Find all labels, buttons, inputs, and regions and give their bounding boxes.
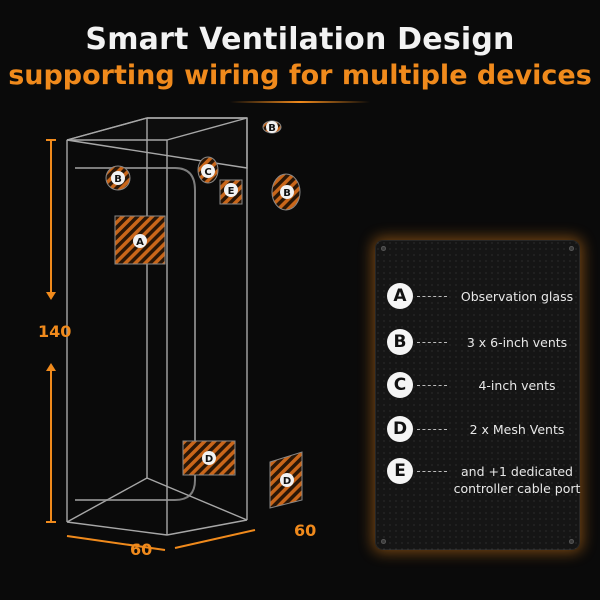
width-label: 60 [130,540,153,559]
panel-screw [569,539,574,544]
panel-screw [381,539,386,544]
port-label-e: E [228,186,235,197]
legend-text-e: and +1 dedicated controller cable port [453,464,581,496]
vent-label-b-top: B [268,123,276,134]
legend-item: E and +1 dedicated controller cable port [387,458,580,498]
depth-dimension-line [174,529,256,549]
legend-badge-c: C [387,372,413,398]
legend-connector [417,342,447,343]
legend-badge-e: E [387,458,413,484]
width-dimension-line [66,535,166,551]
vent-label-c: C [204,167,211,178]
legend-connector [417,471,447,472]
legend-text-a: Observation glass [460,289,574,304]
panel-screw [569,246,574,251]
panel-screw [381,246,386,251]
legend-connector [417,385,447,386]
depth-label: 60 [294,521,317,540]
legend-text-d: 2 x Mesh Vents [469,422,565,437]
legend-item: A Observation glass [387,283,577,323]
legend-badge-b: B [387,329,413,355]
height-label: 140 [38,322,72,341]
vent-label-d-side: D [283,476,291,487]
door-zipper [75,167,196,501]
legend-badge-a: A [387,283,413,309]
title-underline [230,101,370,103]
legend-text-b: 3 x 6-inch vents [466,335,568,350]
legend-badge-d: D [387,416,413,442]
legend-text-c: 4-inch vents [478,378,556,393]
vent-label-b-right: B [283,188,291,199]
vent-label-d-front: D [205,454,213,465]
legend-item: C 4-inch vents [387,372,577,412]
vent-label-b-left: B [114,174,122,185]
legend-panel: A Observation glass B 3 x 6-inch vents C… [375,240,580,550]
legend-item: D 2 x Mesh Vents [387,416,577,456]
tent-frame [66,117,248,536]
window-label-a: A [136,237,144,248]
page-title: Smart Ventilation Design [85,22,515,57]
height-dimension-line [46,139,56,523]
legend-connector [417,429,447,430]
legend-item: B 3 x 6-inch vents [387,329,577,369]
legend-connector [417,296,447,297]
page-subtitle: supporting wiring for multiple devices [8,60,592,91]
